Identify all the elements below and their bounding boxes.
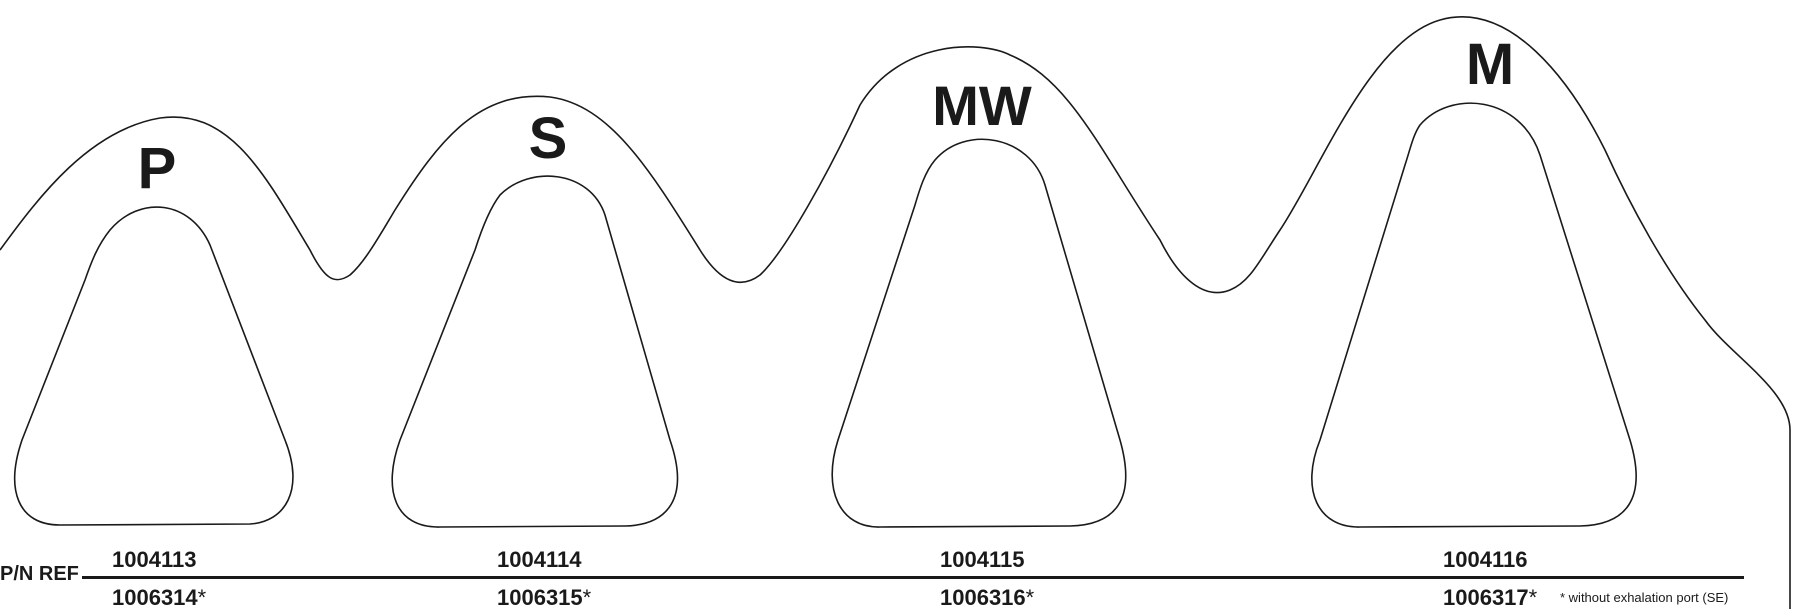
size-label-m: M	[1465, 32, 1515, 97]
mask-outline-s	[391, 175, 679, 528]
ref-bottom-s-asterisk: *	[582, 585, 592, 610]
ref-bottom-mw-asterisk: *	[1025, 585, 1035, 610]
ref-bottom-mw-number: 1006316	[940, 585, 1026, 610]
mask-outline-mw	[831, 138, 1127, 528]
ref-bottom-p-asterisk: *	[197, 585, 207, 610]
mask-outline-p	[14, 206, 294, 526]
ref-bottom-p: 1006314*	[112, 587, 206, 609]
ref-bottom-s-number: 1006315	[497, 585, 583, 610]
ref-bottom-m-number: 1006317	[1443, 585, 1529, 610]
ref-bottom-m: 1006317*	[1443, 587, 1537, 609]
ref-top-p: 1004113	[112, 547, 197, 572]
ref-bottom-mw: 1006316*	[940, 587, 1034, 609]
mask-outline-m	[1311, 102, 1637, 528]
ref-bottom-s: 1006315*	[497, 587, 591, 609]
size-label-p: P	[137, 136, 177, 201]
ref-top-mw: 1004115	[940, 547, 1025, 572]
outer-outline	[0, 16, 1791, 609]
ref-top-s: 1004114	[497, 547, 582, 572]
ref-top-m: 1004116	[1443, 547, 1528, 572]
size-label-s: S	[528, 106, 568, 171]
size-label-mw: MW	[932, 74, 1032, 137]
footnote: * without exhalation port (SE)	[1560, 590, 1729, 605]
ref-divider-line	[82, 576, 1744, 579]
pn-ref-label: P/N REF	[0, 563, 79, 585]
ref-bottom-p-number: 1006314	[112, 585, 198, 610]
ref-bottom-m-asterisk: *	[1528, 585, 1538, 610]
